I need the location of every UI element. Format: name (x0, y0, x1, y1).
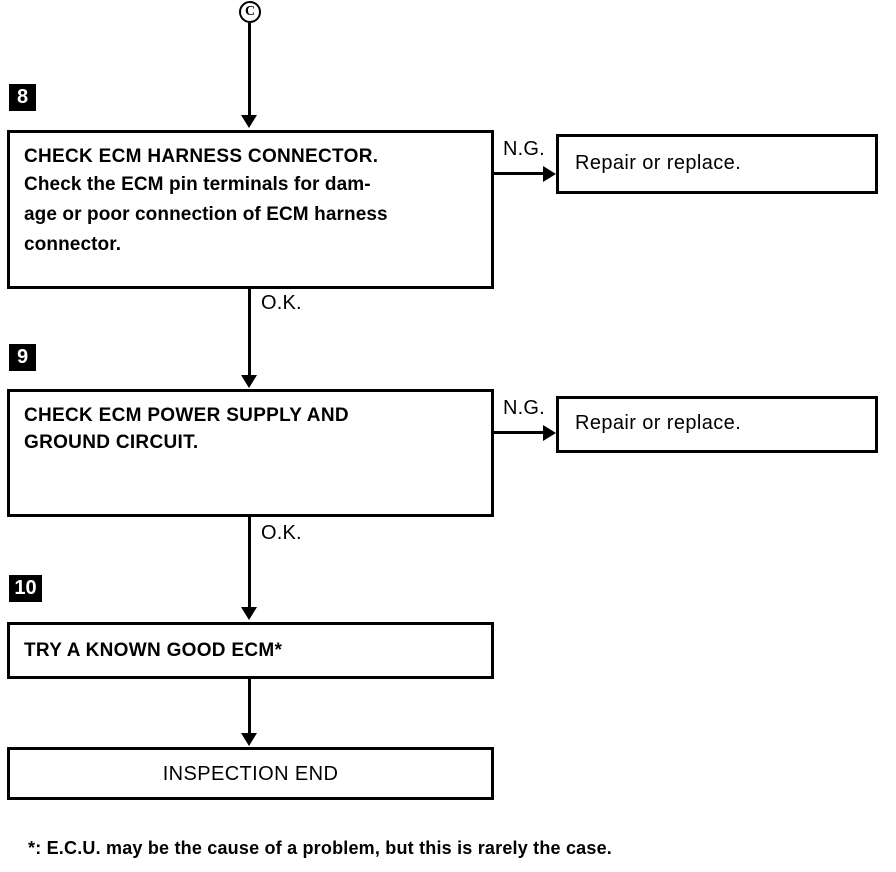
flow-line-step10-to-end (248, 679, 251, 735)
edge-label-ok-step9: O.K. (261, 522, 302, 544)
step-badge-8: 8 (9, 84, 36, 111)
footnote-text: *: E.C.U. may be the cause of a problem,… (28, 838, 612, 858)
arrowhead-ng-step8 (543, 166, 556, 182)
inspection-end-label: INSPECTION END (162, 762, 339, 785)
repair-box-step9[interactable]: Repair or replace. (556, 396, 878, 453)
arrowhead-into-step8 (241, 115, 257, 128)
branch-line-ng-step9 (492, 431, 545, 434)
step-box-10-title: TRY A KNOWN GOOD ECM* (24, 640, 283, 661)
arrowhead-into-step10 (241, 607, 257, 620)
step-box-10[interactable]: TRY A KNOWN GOOD ECM* (7, 622, 494, 679)
repair-box-step8-label: Repair or replace. (575, 152, 742, 174)
arrowhead-into-end (241, 733, 257, 746)
step-badge-10: 10 (9, 575, 42, 602)
repair-box-step9-content: Repair or replace. (559, 399, 875, 436)
inspection-end-content: INSPECTION END (10, 750, 491, 797)
repair-box-step8-content: Repair or replace. (559, 137, 875, 176)
inspection-end-box[interactable]: INSPECTION END (7, 747, 494, 800)
step-box-9-content: CHECK ECM POWER SUPPLY AND GROUND CIRCUI… (10, 392, 491, 456)
repair-box-step9-label: Repair or replace. (575, 412, 742, 434)
connector-circle-c: C (239, 1, 261, 23)
flow-line-step9-to-step10 (248, 517, 251, 612)
step-badge-9: 9 (9, 344, 36, 371)
step-box-8-title: CHECK ECM HARNESS CONNECTOR. (24, 146, 379, 167)
connector-line-c-to-step8 (248, 23, 251, 121)
edge-label-ok-step8: O.K. (261, 292, 302, 314)
step-box-9-title: CHECK ECM POWER SUPPLY AND GROUND CIRCUI… (24, 405, 349, 453)
step-box-8-content: CHECK ECM HARNESS CONNECTOR. Check the E… (10, 133, 491, 260)
step-box-8[interactable]: CHECK ECM HARNESS CONNECTOR. Check the E… (7, 130, 494, 289)
branch-line-ng-step8 (492, 172, 545, 175)
step-box-9[interactable]: CHECK ECM POWER SUPPLY AND GROUND CIRCUI… (7, 389, 494, 517)
edge-label-ng-step9: N.G. (503, 397, 545, 419)
arrowhead-into-step9 (241, 375, 257, 388)
edge-label-ng-step8: N.G. (503, 138, 545, 160)
repair-box-step8[interactable]: Repair or replace. (556, 134, 878, 194)
step-box-8-body: Check the ECM pin terminals for dam- age… (24, 174, 388, 255)
step-box-10-content: TRY A KNOWN GOOD ECM* (10, 625, 491, 664)
arrowhead-ng-step9 (543, 425, 556, 441)
flow-line-step8-to-step9 (248, 289, 251, 381)
